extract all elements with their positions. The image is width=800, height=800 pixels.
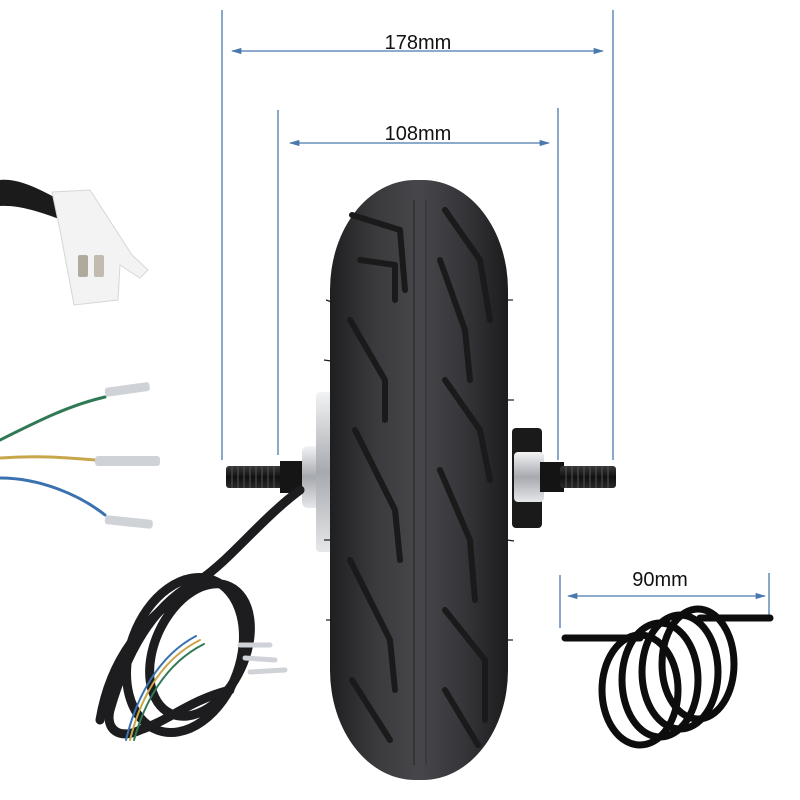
dimension-coil (559, 573, 770, 628)
phase-wires (0, 382, 160, 529)
motor-cable-coil (95, 485, 305, 741)
wire-yellow (0, 455, 97, 462)
tire-width-label: 108mm (384, 123, 452, 145)
wire-green (0, 395, 107, 442)
dimension-overall-width (221, 10, 614, 460)
dimension-tire-width (277, 108, 559, 460)
hall-sensor-connector (0, 179, 149, 306)
wire-terminals (95, 382, 160, 529)
axle-left (226, 392, 336, 552)
axle-right (512, 428, 616, 528)
tread-pattern (347, 207, 493, 748)
cable-coil-icon (561, 605, 774, 749)
tire (323, 180, 515, 780)
wire-blue (0, 476, 107, 517)
coil-length-label: 90mm (632, 569, 688, 591)
overall-width-label: 178mm (384, 32, 452, 54)
